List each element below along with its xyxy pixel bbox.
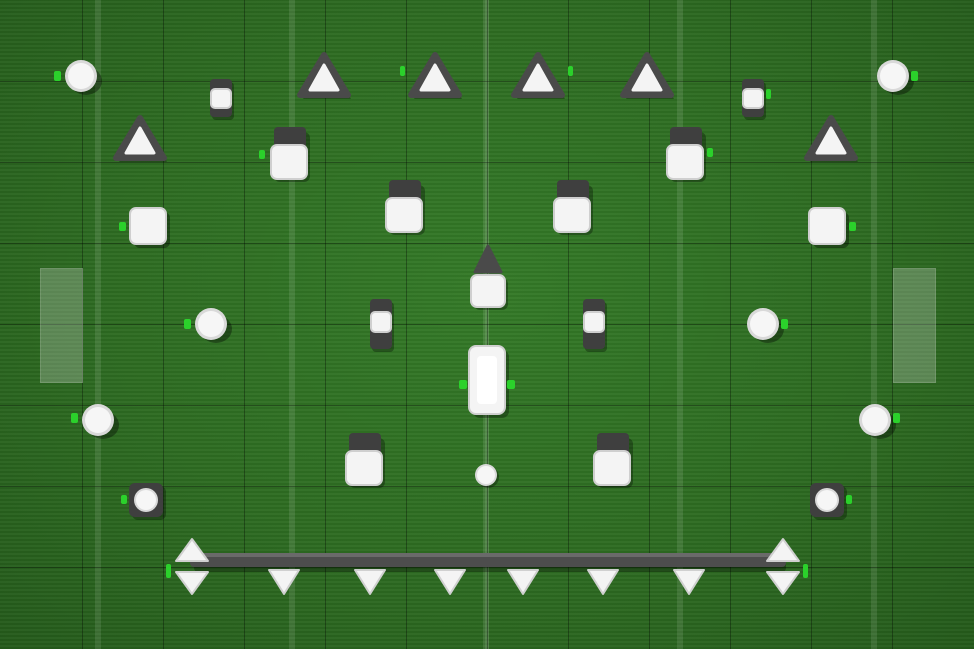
- slim-block-token[interactable]: [208, 78, 238, 122]
- triangle-token[interactable]: [400, 52, 463, 102]
- raised-block-token[interactable]: [259, 126, 314, 184]
- grid-line-vertical: [406, 0, 407, 649]
- grid-line-vertical: [325, 0, 326, 649]
- circle-token[interactable]: [71, 400, 125, 444]
- circle-token[interactable]: [876, 56, 924, 100]
- circle-token[interactable]: [858, 400, 906, 444]
- raised-block-token[interactable]: [343, 432, 389, 490]
- grid-line-vertical: [811, 0, 812, 649]
- socket-token[interactable]: [121, 482, 168, 522]
- square-token[interactable]: [119, 206, 172, 250]
- square-token[interactable]: [807, 206, 857, 250]
- grid-line-horizontal: [0, 324, 974, 325]
- grid-line-vertical: [649, 0, 650, 649]
- raised-block-token[interactable]: [551, 179, 597, 237]
- grid-line-vertical: [82, 0, 83, 649]
- grid-line-horizontal: [0, 243, 974, 244]
- grid-line-horizontal: [0, 486, 974, 487]
- goal-zone-left: [40, 268, 83, 383]
- slim-block-token[interactable]: [368, 298, 398, 354]
- grid-line-horizontal: [0, 81, 974, 82]
- center-stripe: [485, 0, 489, 649]
- center-bar-token[interactable]: [458, 344, 518, 420]
- grid-line-vertical: [568, 0, 569, 649]
- grid-line-vertical: [487, 0, 488, 649]
- triangle-token[interactable]: [620, 52, 675, 102]
- raised-block-token[interactable]: [591, 432, 637, 490]
- grid-line-horizontal: [0, 567, 974, 568]
- grid-line-horizontal: [0, 162, 974, 163]
- grid-line-vertical: [730, 0, 731, 649]
- circle-token[interactable]: [746, 304, 794, 348]
- socket-token[interactable]: [809, 482, 852, 522]
- triangle-token[interactable]: [113, 115, 168, 165]
- center-forward-token[interactable]: [468, 244, 510, 312]
- grid-line-vertical: [163, 0, 164, 649]
- grid-line-vertical: [244, 0, 245, 649]
- small-center-token[interactable]: [474, 462, 500, 488]
- triangle-token[interactable]: [297, 52, 352, 102]
- grid-line-vertical: [892, 0, 893, 649]
- slim-block-token[interactable]: [740, 78, 774, 122]
- circle-token[interactable]: [184, 304, 238, 348]
- circle-token[interactable]: [54, 56, 108, 100]
- triangle-token[interactable]: [511, 52, 573, 102]
- raised-block-token[interactable]: [664, 126, 714, 184]
- goal-zone-right: [893, 268, 936, 383]
- raised-block-token[interactable]: [383, 179, 429, 237]
- bottom-rail[interactable]: [166, 536, 816, 610]
- slim-block-token[interactable]: [581, 298, 611, 354]
- triangle-token[interactable]: [804, 115, 859, 165]
